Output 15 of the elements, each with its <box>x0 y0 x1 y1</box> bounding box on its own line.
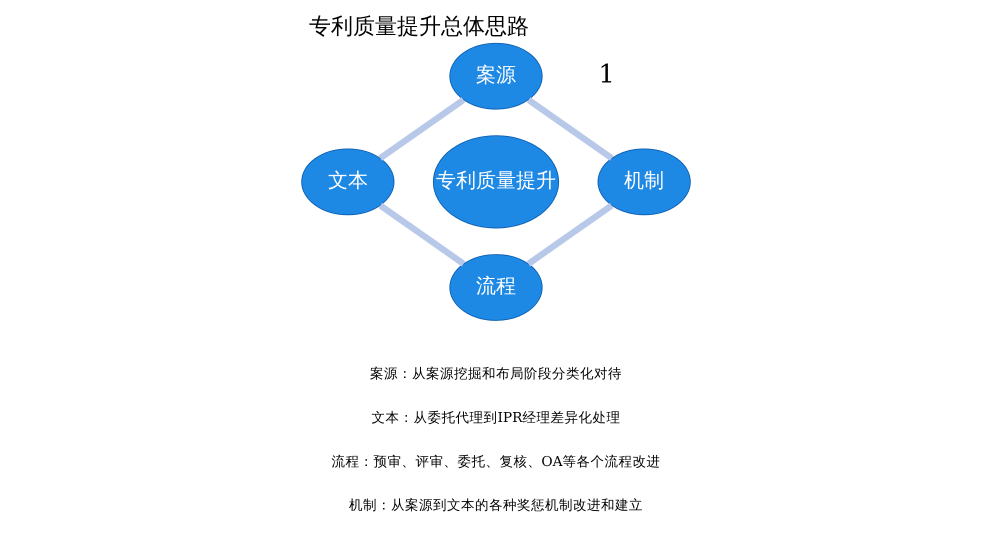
node-ellipse: 专利质量提升 <box>432 135 559 228</box>
label: 机制：从案源到文本的各种奖惩机制改进和建立 <box>348 498 642 514</box>
diagram-title: 专利质量提升总体思路 <box>308 14 529 40</box>
connector <box>378 202 465 266</box>
connector <box>526 97 614 161</box>
node-ellipse: 文本 <box>300 148 394 216</box>
node-ellipse: 案源 <box>448 42 542 110</box>
label: 1 <box>598 60 614 90</box>
connector <box>526 202 613 266</box>
node-ellipse: 流程 <box>448 254 542 321</box>
connector <box>378 97 465 161</box>
label: 流程：预审、评审、委托、复核、OA等各个流程改进 <box>330 454 660 470</box>
node-ellipse: 机制 <box>597 148 690 216</box>
label: 文本：从委托代理到IPR经理差异化处理 <box>371 410 620 426</box>
label: 案源：从案源挖掘和布局阶段分类化对待 <box>370 366 622 382</box>
